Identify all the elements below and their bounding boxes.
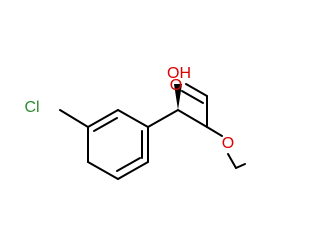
ring-bond-c5-c6 bbox=[117, 161, 149, 180]
bond-ester-oxygen-methyl bbox=[227, 153, 237, 169]
wedge-bond-hydroxyl bbox=[174, 84, 182, 110]
ring-bond-c2-c3 bbox=[87, 109, 119, 128]
molecule-diagram: Cl OH O O bbox=[24, 65, 246, 180]
structure-canvas: Cl OH O O bbox=[24, 65, 246, 180]
benzene-ring bbox=[87, 109, 149, 180]
ring-bond-c4-c5 bbox=[87, 161, 119, 180]
hydroxyl-label: OH bbox=[167, 65, 191, 82]
bond-ring-chlorine bbox=[59, 109, 89, 128]
carbonyl-bond-main bbox=[185, 83, 208, 97]
chlorine-atom-label: Cl bbox=[24, 99, 39, 116]
ester-oxygen-label: O bbox=[222, 135, 234, 152]
ring-bond-c1-c2 bbox=[117, 109, 149, 128]
ring-double-bond-inner-1 bbox=[93, 117, 118, 132]
bond-methyl-stub bbox=[235, 163, 246, 169]
bond-ring-stereocenter bbox=[147, 109, 179, 128]
carbonyl-oxygen-label: O bbox=[170, 77, 182, 94]
carbonyl-bond-second bbox=[181, 90, 204, 104]
bond-carbonyl-ester-oxygen bbox=[206, 126, 223, 137]
ring-double-bond-inner-2 bbox=[116, 157, 141, 172]
bond-stereocenter-ch2 bbox=[177, 109, 208, 128]
